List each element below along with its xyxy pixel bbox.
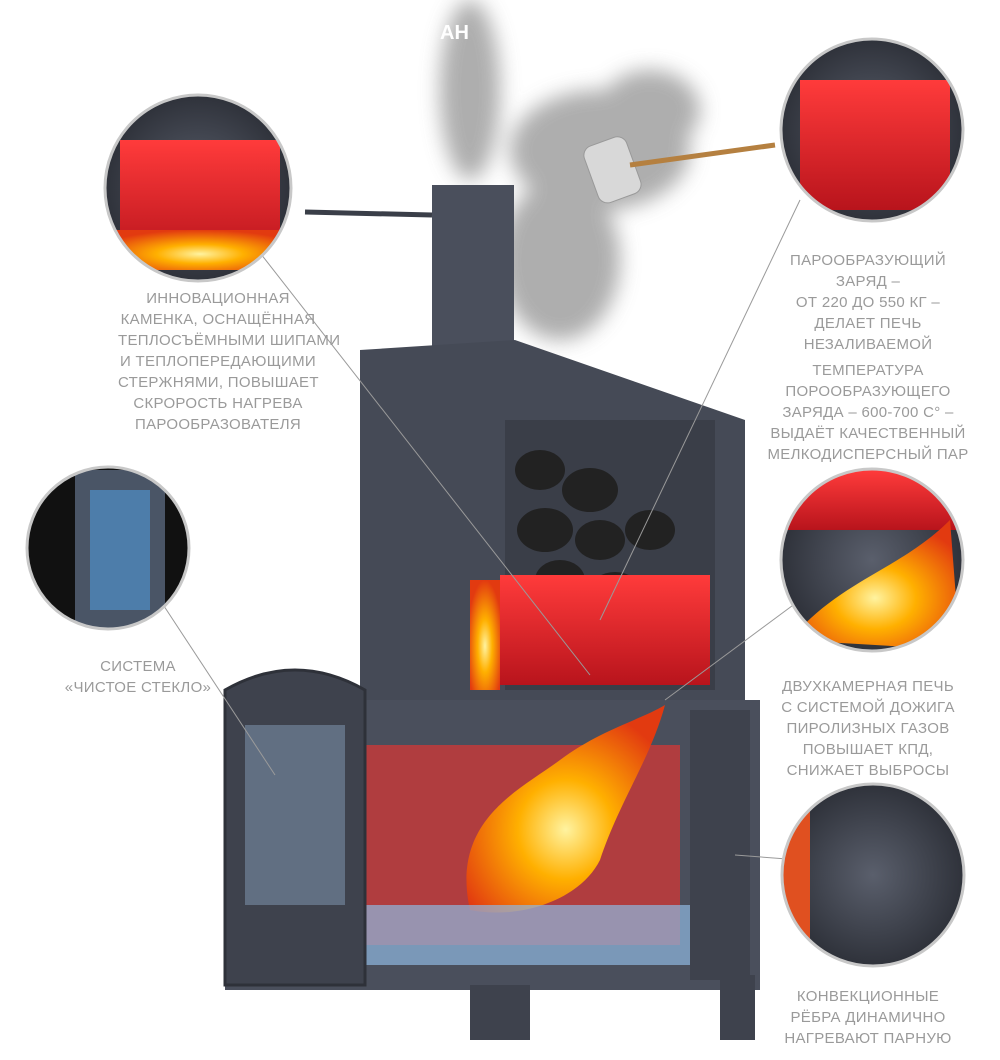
ash-tray [330,905,710,965]
caption-line: ЗАРЯД – [835,273,901,290]
hot-grid-box [500,575,710,685]
caption-line: СИСТЕМА [100,658,176,675]
caption-line: ПАРООБРАЗОВАТЕЛЯ [134,416,302,433]
caption-line: КАМЕНКА, ОСНАЩЁННАЯ [120,311,316,328]
caption-line: ТЕПЛОСЪЁМНЫМИ ШИПАМИ [118,332,341,349]
caption-line: ОТ 220 ДО 550 КГ – [795,294,941,311]
caption-line: ПАРООБРАЗУЮЩИЙ [790,252,946,269]
caption-line: СНИЖАЕТ ВЫБРОСЫ [786,762,950,779]
caption-line: С СИСТЕМОЙ ДОЖИГА [781,699,955,716]
detail-circle-kamenka [103,93,293,283]
caption-charge: ПАРООБРАЗУЮЩИЙ ЗАРЯД – ОТ 220 ДО 550 КГ … [768,250,968,355]
detail-circle-convection [780,782,966,968]
caption-glass: СИСТЕМА «ЧИСТОЕ СТЕКЛО» [58,656,218,698]
caption-line: ИННОВАЦИОННАЯ [146,290,290,307]
caption-line: НАГРЕВАЮТ ПАРНУЮ [784,1030,952,1047]
detail-circle-afterburn [779,467,965,653]
caption-line: И ТЕПЛОПЕРЕДАЮЩИМИ [119,353,317,370]
caption-line: НЕЗАЛИВАЕМОЙ [803,336,933,353]
caption-temperature: ТЕМПЕРАТУРА ПОРООБРАЗУЮЩЕГО ЗАРЯДА – 600… [758,360,978,465]
detail-circle-charge [779,37,965,223]
leg [470,985,530,1040]
caption-line: ПОВЫШАЕТ КПД, [802,741,934,758]
caption-line: ПИРОЛИЗНЫХ ГАЗОВ [786,720,950,737]
detail-circle-glass [25,465,191,631]
leg [720,975,755,1040]
fire [466,705,665,913]
caption-line: ЗАРЯДА – 600-700 С° – [782,404,954,421]
caption-line: МЕЛКОДИСПЕРСНЫЙ ПАР [767,446,969,463]
caption-line: РЁБРА ДИНАМИЧНО [790,1009,946,1026]
smoke [440,0,700,340]
damper-handle [304,209,433,218]
caption-line: СКРОРОСТЬ НАГРЕВА [133,395,303,412]
title-fragment: АН [440,22,469,44]
caption-line: «ЧИСТОЕ СТЕКЛО» [64,679,212,696]
caption-convection: КОНВЕКЦИОННЫЕ РЁБРА ДИНАМИЧНО НАГРЕВАЮТ … [768,986,968,1049]
caption-line: СТЕРЖНЯМИ, ПОВЫШАЕТ [118,374,319,391]
caption-line: ДВУХКАМЕРНАЯ ПЕЧЬ [781,678,954,695]
caption-line: КОНВЕКЦИОННЫЕ [796,988,940,1005]
convection-panel [690,710,750,980]
caption-line: ВЫДАЁТ КАЧЕСТВЕННЫЙ [770,425,966,442]
caption-line: ДЕЛАЕТ ПЕЧЬ [814,315,922,332]
caption-line: ПОРООБРАЗУЮЩЕГО [785,383,951,400]
caption-two-chamber: ДВУХКАМЕРНАЯ ПЕЧЬ С СИСТЕМОЙ ДОЖИГА ПИРО… [763,676,973,781]
caption-line: ТЕМПЕРАТУРА [812,362,924,379]
caption-kamenka: ИННОВАЦИОННАЯ КАМЕНКА, ОСНАЩЁННАЯ ТЕПЛОС… [118,288,341,435]
